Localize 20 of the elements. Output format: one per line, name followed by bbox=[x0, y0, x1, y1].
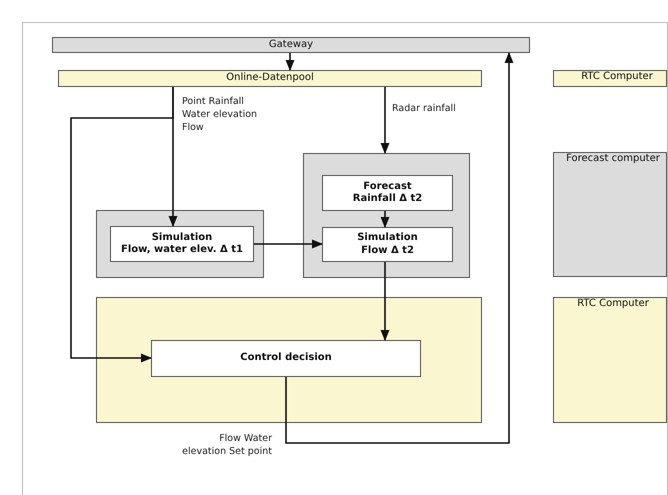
computer-panel: Forecast computer bbox=[553, 152, 667, 277]
arrow bbox=[286, 53, 294, 72]
process-box: Simulation Flow Δ t2 bbox=[322, 227, 453, 262]
group-panel bbox=[303, 153, 470, 278]
computer-panel: RTC Computer bbox=[553, 297, 667, 423]
arrow bbox=[380, 211, 390, 228]
process-box: Forecast Rainfall Δ t2 bbox=[322, 175, 453, 211]
group-panel bbox=[96, 210, 264, 278]
arrow bbox=[70, 87, 174, 362]
datapool-bar: Online-Datenpool bbox=[58, 70, 482, 87]
arrow bbox=[254, 240, 324, 248]
arrow bbox=[285, 52, 514, 444]
group-panel bbox=[96, 297, 482, 423]
edge-label: Flow Water elevation Set point bbox=[182, 432, 272, 458]
arrow bbox=[380, 87, 390, 154]
process-box: Simulation Flow, water elev. Δ t1 bbox=[110, 226, 254, 262]
gateway-bar: Gateway bbox=[52, 37, 530, 53]
process-box: Control decision bbox=[151, 340, 421, 377]
arrow bbox=[380, 262, 390, 342]
computer-label-bar: RTC Computer bbox=[553, 70, 667, 87]
